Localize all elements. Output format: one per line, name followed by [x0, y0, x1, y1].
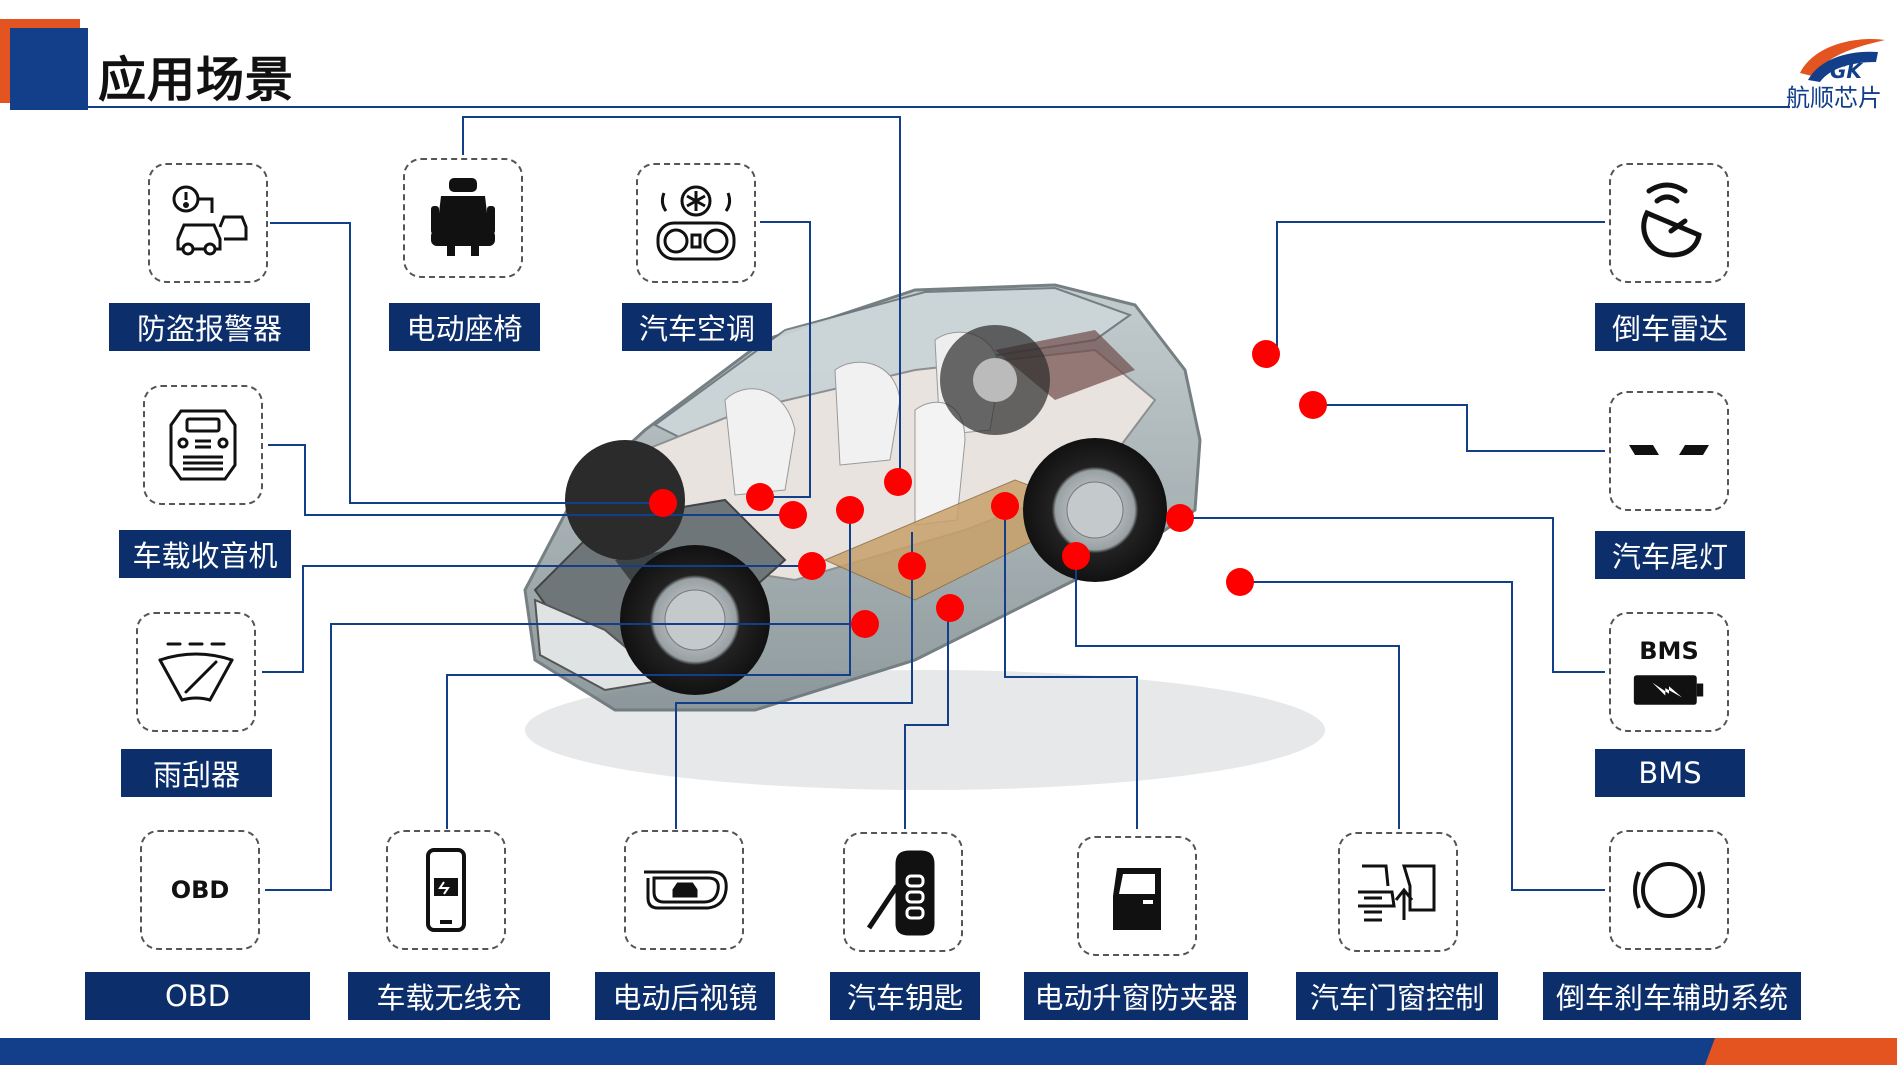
page-title: 应用场景: [98, 52, 295, 108]
label-brake-assist: 倒车刹车辅助系统: [1543, 972, 1801, 1020]
label-car-radio: 车载收音机: [119, 530, 291, 578]
label-door-window-control: 汽车门窗控制: [1296, 972, 1498, 1020]
label-anti-pinch-window: 电动升窗防夹器: [1024, 972, 1248, 1020]
label-bms: BMS: [1595, 749, 1745, 797]
footer-blue-band: [0, 1038, 1897, 1065]
label-obd: OBD: [85, 972, 310, 1020]
label-power-seat: 电动座椅: [389, 303, 540, 351]
wiper-icon: [136, 612, 256, 732]
logo-text: 航顺芯片: [1786, 84, 1882, 112]
radio-icon: [143, 385, 263, 505]
car-alarm-icon: [148, 163, 268, 283]
battery-icon: BMS: [1609, 612, 1729, 732]
header-divider: [88, 106, 1790, 108]
obd-icon-text: OBD: [170, 876, 230, 904]
company-logo: GK: [1800, 38, 1885, 83]
label-power-mirror: 电动后视镜: [595, 972, 775, 1020]
car-key-icon: [843, 832, 963, 952]
label-car-key: 汽车钥匙: [830, 972, 980, 1020]
radar-dish-icon: [1609, 163, 1729, 283]
wireless-charge-icon: [386, 830, 506, 950]
label-wireless-charger: 车载无线充: [348, 972, 550, 1020]
footer-orange-band: [1705, 1038, 1897, 1065]
bms-icon-text: BMS: [1639, 637, 1699, 665]
label-tail-light: 汽车尾灯: [1595, 531, 1745, 579]
car-door-icon: [1077, 836, 1197, 956]
tail-light-icon: [1609, 391, 1729, 511]
header-blue-block: [10, 28, 88, 110]
brake-icon: [1609, 830, 1729, 950]
label-wiper: 雨刮器: [121, 749, 272, 797]
mirror-icon: [624, 830, 744, 950]
door-control-icon: [1338, 832, 1458, 952]
air-conditioner-icon: [636, 163, 756, 283]
seat-icon: [403, 158, 523, 278]
obd-icon: OBD: [140, 830, 260, 950]
label-anti-theft-alarm: 防盗报警器: [109, 303, 310, 351]
label-car-ac: 汽车空调: [622, 303, 772, 351]
svg-text:GK: GK: [1830, 59, 1863, 83]
label-reverse-radar: 倒车雷达: [1595, 303, 1745, 351]
